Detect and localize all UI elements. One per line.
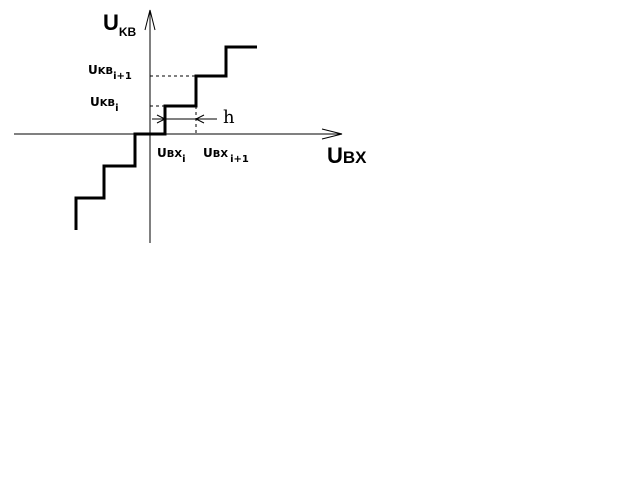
u-vx-i1-main: U <box>203 146 213 160</box>
h-arrow-right <box>156 114 167 124</box>
u-kv-i-main: U <box>90 95 100 109</box>
u-kv-i-index: i <box>115 103 118 114</box>
u-vx-i1-sub: BX <box>213 149 229 160</box>
x-axis-label: UBX <box>327 143 367 168</box>
h-label: h <box>223 107 235 128</box>
u-kv-i1-main: U <box>88 63 98 77</box>
u-kv-i1-sub: KB <box>98 66 113 77</box>
x-axis-label-main: U <box>327 143 343 168</box>
u-vx-i-main: U <box>157 146 167 160</box>
u-kv-i1-index: i+1 <box>113 71 132 82</box>
y-axis-label: UKB <box>103 10 137 39</box>
h-arrow-left <box>194 114 205 124</box>
u-vx-i-sub: BX <box>167 149 183 160</box>
u-kv-i1-label: UKBi+1 <box>88 63 132 82</box>
u-vx-i-label: UBXi <box>157 146 186 165</box>
u-kv-i-sub: KB <box>100 98 115 109</box>
u-kv-i-label: UKBi <box>90 95 119 114</box>
y-axis-label-main: U <box>103 10 119 35</box>
x-axis-arrow <box>321 128 343 140</box>
y-axis-label-sub: KB <box>119 25 137 39</box>
u-vx-i1-index: i+1 <box>230 154 249 165</box>
y-axis-arrow <box>144 9 156 31</box>
x-axis-label-sub: BX <box>343 148 367 167</box>
u-vx-i-index: i <box>182 154 185 165</box>
staircase-line <box>74 45 257 230</box>
